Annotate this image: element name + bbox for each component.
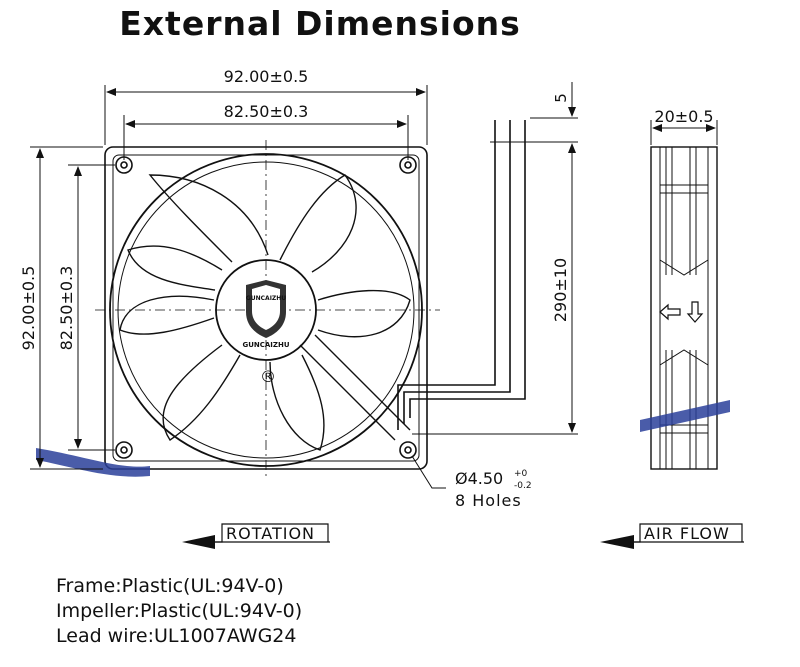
spec-lead-wire: Lead wire:UL1007AWG24 [56, 625, 297, 647]
spec-frame: Frame:Plastic(UL:94V-0) [56, 575, 284, 597]
tape-strip-side [640, 400, 730, 432]
dim-lead-strip: 5 [552, 93, 570, 103]
side-view [650, 120, 718, 470]
airflow-indicator [600, 523, 744, 549]
dim-lead-length: 290±10 [551, 258, 570, 322]
dim-overall-width: 92.00±0.5 [224, 67, 309, 86]
rotation-label: ROTATION [226, 524, 315, 543]
tape-strip-front [36, 448, 150, 477]
side-frame [650, 146, 718, 470]
brand-logo [246, 280, 286, 338]
dimension-lines [30, 85, 446, 489]
registered-mark: ® [260, 367, 276, 386]
page-title: External Dimensions [119, 4, 521, 43]
dim-hole-spacing-height: 82.50±0.3 [57, 266, 76, 351]
rotation-indicator [182, 523, 330, 549]
wire-strut [299, 334, 411, 441]
airflow-label: AIR FLOW [644, 524, 730, 543]
dim-hole-tol-upper: +0 [514, 469, 528, 479]
lead-dimension-lines [412, 82, 578, 435]
logo-brand-top: GUNCAIZHU [246, 295, 286, 302]
mounting-holes [115, 156, 417, 459]
dim-overall-height: 92.00±0.5 [19, 266, 38, 351]
rotation-arrow-icon [182, 535, 215, 549]
dim-thickness: 20±0.5 [654, 107, 713, 126]
dim-hole-tol-lower: -0.2 [514, 481, 532, 491]
fan-blades [119, 174, 411, 451]
logo-brand-bottom: GUNCAIZHU [242, 341, 289, 349]
dim-hole-diameter: Ø4.50 [455, 469, 503, 488]
dim-hole-count: 8 Holes [455, 491, 522, 510]
lead-wires [397, 120, 530, 430]
airflow-arrows-icon [659, 301, 704, 323]
airflow-arrow-icon [600, 535, 634, 549]
front-view [95, 140, 440, 480]
spec-impeller: Impeller:Plastic(UL:94V-0) [56, 600, 303, 622]
material-specs: Frame:Plastic(UL:94V-0) Impeller:Plastic… [56, 574, 302, 649]
dim-hole-spacing-width: 82.50±0.3 [224, 102, 309, 121]
